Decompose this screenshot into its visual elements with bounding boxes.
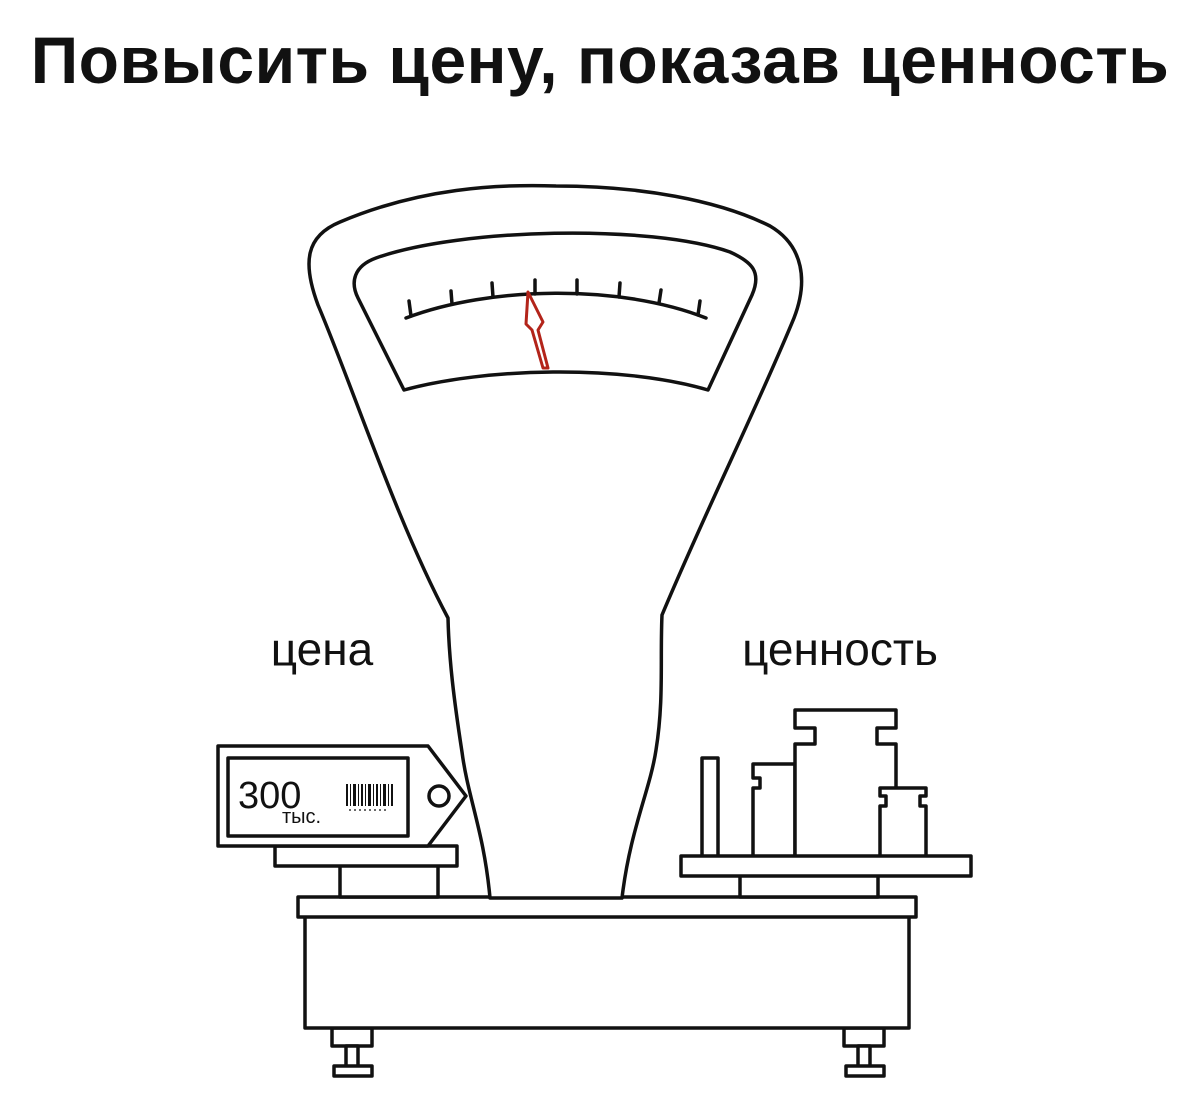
page-title: Повысить цену, показав ценность — [30, 23, 1170, 97]
dial-window — [352, 231, 758, 392]
price-tag-hole — [427, 784, 451, 808]
weights — [700, 708, 928, 860]
dial-scale-arc — [404, 291, 708, 320]
scale-body — [303, 913, 911, 1030]
scale-top-plate — [296, 895, 918, 919]
left-platform — [273, 844, 459, 899]
price-tag-unit: тыс. — [282, 806, 321, 828]
dial-needle — [524, 290, 550, 370]
right-plate — [679, 854, 973, 878]
price-tag-amount: 300 — [238, 775, 301, 817]
weight-thin — [700, 756, 720, 860]
label-value: ценность — [742, 623, 938, 675]
scale-foot-left — [330, 1026, 374, 1078]
scale-base — [296, 895, 918, 1078]
label-price: цена — [271, 623, 374, 675]
dial-ticks — [407, 278, 702, 318]
scale-foot-right — [842, 1026, 886, 1078]
weight-small — [751, 762, 797, 860]
barcode-icon — [346, 784, 393, 811]
price-tag: 300 тыс. — [216, 744, 468, 848]
weight-large — [793, 708, 898, 860]
weight-medium — [878, 786, 928, 860]
